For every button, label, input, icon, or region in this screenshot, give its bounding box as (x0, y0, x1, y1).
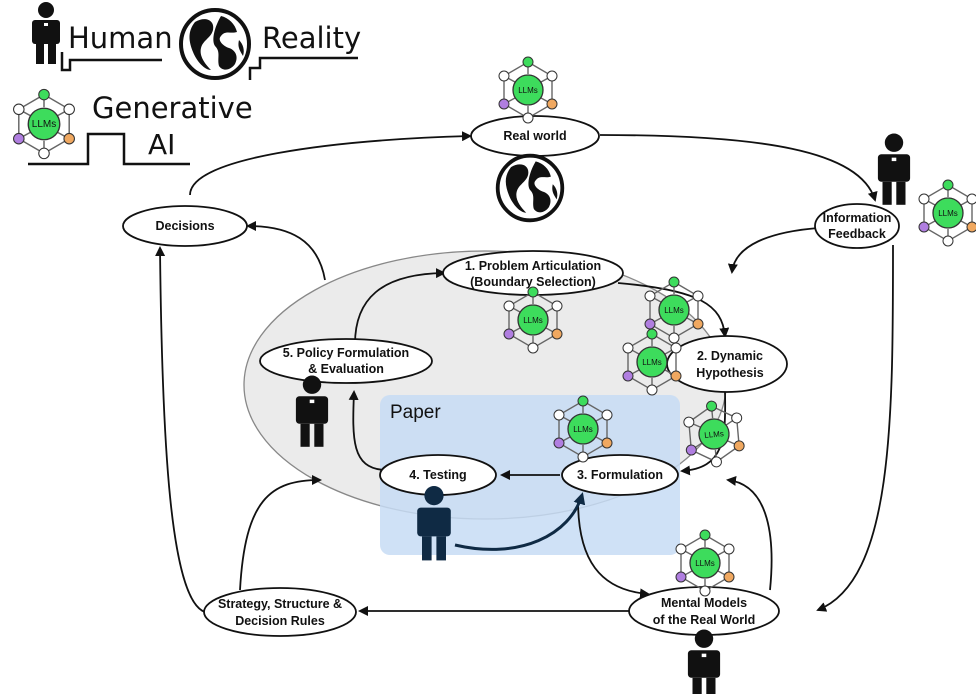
node-info-feedback-label-2: Feedback (828, 227, 886, 241)
arrow-policy-to-problem (354, 268, 446, 345)
feedback-llm-icon: LLMs (918, 179, 976, 247)
arrow-feedback-to-mentalmodels (816, 244, 894, 612)
hypothesis-llm-icon-3: LLMs (681, 397, 747, 471)
legend-reality-label: Reality (262, 21, 361, 55)
arrow-cycle-to-decisions (246, 221, 326, 281)
arrow-formulation-to-mentalmodels (577, 499, 650, 599)
arrow-strategy-to-decisions (155, 246, 206, 613)
svg-text:LLMs: LLMs (704, 429, 724, 440)
legend-human-label: Human (68, 21, 173, 55)
arrow-human-testing-to-formulation (454, 492, 586, 551)
legend-ai-label: AI (148, 128, 175, 161)
arrow-realworld-to-feedback (599, 134, 878, 202)
arrow-decisions-to-realworld (189, 131, 472, 196)
node-dynamic-label-1: 2. Dynamic (697, 349, 763, 363)
realworld-globe-icon (495, 153, 565, 223)
feedback-person-icon (877, 133, 911, 205)
node-policy-label-2: & Evaluation (308, 362, 384, 376)
arrow-testing-to-policy (348, 390, 385, 471)
legend-generative-label: Generative (92, 91, 253, 125)
legend-human-line (60, 52, 162, 72)
svg-text:LLMs: LLMs (523, 316, 543, 325)
node-formulation-label: 3. Formulation (577, 468, 663, 482)
svg-text:LLMs: LLMs (938, 209, 958, 218)
svg-text:LLMs: LLMs (518, 86, 538, 95)
mentalmodels-person-icon (687, 629, 721, 694)
node-info-feedback-label-1: Information (823, 211, 892, 225)
arrow-mentalmodels-to-cycle (726, 475, 773, 591)
node-formulation (561, 454, 679, 496)
node-real-world-label: Real world (503, 129, 566, 143)
svg-text:LLMs: LLMs (642, 358, 662, 367)
svg-text:LLMs: LLMs (573, 425, 593, 434)
mentalmodels-llm-icon: LLMs (675, 529, 735, 597)
node-decisions (122, 205, 248, 247)
legend-globe-icon (179, 8, 251, 80)
node-policy-formulation (259, 338, 433, 384)
node-problem-label-2: (Boundary Selection) (470, 275, 596, 289)
node-mental-label-1: Mental Models (661, 596, 747, 610)
arrow-strategy-to-cycle (239, 475, 322, 591)
node-problem-label-1: 1. Problem Articulation (465, 259, 601, 273)
hypothesis-llm-icon-2: LLMs (622, 328, 682, 396)
node-dynamic-label-2: Hypothesis (696, 366, 763, 380)
node-dynamic-hypothesis (666, 335, 788, 393)
legend-reality-line (248, 56, 358, 80)
node-information-feedback (814, 203, 900, 249)
problem-llm-icon: LLMs (503, 286, 563, 354)
legend-ai-line (28, 132, 190, 166)
legend-llm-text: LLMs (32, 119, 56, 130)
legend-person-icon (32, 2, 60, 64)
node-decisions-label: Decisions (155, 219, 214, 233)
node-policy-label-1: 5. Policy Formulation (283, 346, 409, 360)
svg-text:LLMs: LLMs (695, 559, 715, 568)
hypothesis-llm-icon-1: LLMs (644, 276, 704, 344)
node-strategy (203, 587, 357, 637)
svg-text:LLMs: LLMs (664, 306, 684, 315)
node-mental-label-2: of the Real World (653, 613, 756, 627)
node-strategy-label-1: Strategy, Structure & (218, 597, 342, 611)
node-strategy-label-2: Decision Rules (235, 614, 325, 628)
realworld-llm-icon: LLMs (498, 56, 558, 124)
arrow-feedback-to-hypothesis (727, 227, 819, 274)
formulation-llm-icon: LLMs (553, 395, 613, 463)
paper-label: Paper (390, 402, 441, 423)
node-testing-label: 4. Testing (409, 468, 466, 482)
